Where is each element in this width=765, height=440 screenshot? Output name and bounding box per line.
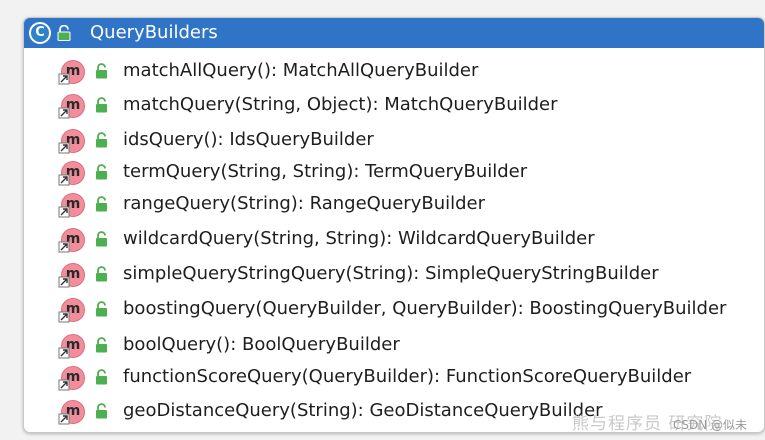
method-signature: matchQuery(String, Object): MatchQueryBu… — [123, 94, 558, 115]
link-badge-icon — [58, 241, 70, 253]
method-icon: m — [58, 366, 85, 391]
link-badge-icon — [58, 276, 70, 288]
link-badge-icon — [58, 311, 70, 323]
structure-popup: C QueryBuilders m matchAllQuery(): MatchA… — [23, 17, 765, 433]
method-signature: idsQuery(): IdsQueryBuilder — [123, 129, 374, 150]
method-item[interactable]: m boolQuery(): BoolQueryBuilder — [24, 328, 764, 362]
lock-icon — [96, 403, 107, 419]
lock-icon — [96, 164, 107, 180]
lock-icon — [96, 97, 107, 113]
lock-icon — [96, 132, 107, 148]
method-icon: m — [58, 193, 85, 218]
credit-text: CSDN @似未 — [673, 418, 748, 432]
method-icon: m — [58, 161, 85, 186]
method-signature: functionScoreQuery(QueryBuilder): Functi… — [123, 366, 692, 387]
link-badge-icon — [58, 107, 70, 119]
method-signature: termQuery(String, String): TermQueryBuil… — [123, 161, 528, 182]
lock-icon — [96, 337, 107, 353]
method-item[interactable]: m wildcardQuery(String, String): Wildcard… — [24, 222, 764, 256]
method-item[interactable]: m idsQuery(): IdsQueryBuilder — [24, 123, 764, 157]
method-icon: m — [58, 60, 85, 85]
link-badge-icon — [58, 379, 70, 391]
lock-icon — [96, 196, 107, 212]
link-badge-icon — [58, 174, 70, 186]
link-badge-icon — [58, 206, 70, 218]
method-signature: wildcardQuery(String, String): WildcardQ… — [123, 228, 595, 249]
method-item[interactable]: m matchQuery(String, Object): MatchQueryB… — [24, 88, 764, 122]
link-badge-icon — [58, 347, 70, 359]
method-signature: boostingQuery(QueryBuilder, QueryBuilder… — [123, 298, 727, 319]
method-icon: m — [58, 400, 85, 425]
method-signature: geoDistanceQuery(String): GeoDistanceQue… — [123, 400, 603, 421]
method-item[interactable]: m matchAllQuery(): MatchAllQueryBuilder — [24, 54, 764, 88]
popup-header[interactable]: C QueryBuilders — [24, 18, 764, 48]
link-badge-icon — [58, 73, 70, 85]
method-item[interactable]: m termQuery(String, String): TermQueryBui… — [24, 155, 764, 189]
method-item[interactable]: m geoDistanceQuery(String): GeoDistanceQu… — [24, 394, 764, 428]
class-icon: C — [29, 22, 51, 44]
method-item[interactable]: m boostingQuery(QueryBuilder, QueryBuilde… — [24, 292, 764, 326]
method-signature: simpleQueryStringQuery(String): SimpleQu… — [123, 263, 659, 284]
link-badge-icon — [58, 413, 70, 425]
method-signature: boolQuery(): BoolQueryBuilder — [123, 334, 400, 355]
method-signature: rangeQuery(String): RangeQueryBuilder — [123, 193, 486, 214]
method-icon: m — [58, 263, 85, 288]
link-badge-icon — [58, 142, 70, 154]
method-item[interactable]: m functionScoreQuery(QueryBuilder): Funct… — [24, 360, 764, 394]
method-icon: m — [58, 334, 85, 359]
lock-icon — [96, 63, 107, 79]
method-icon: m — [58, 129, 85, 154]
lock-icon — [96, 266, 107, 282]
lock-icon — [96, 369, 107, 385]
method-icon: m — [58, 298, 85, 323]
method-item[interactable]: m rangeQuery(String): RangeQueryBuilder — [24, 187, 764, 221]
watermark: 熊与程序员 研究院 — [572, 414, 723, 434]
method-signature: matchAllQuery(): MatchAllQueryBuilder — [123, 60, 479, 81]
lock-icon — [96, 231, 107, 247]
class-name: QueryBuilders — [90, 22, 218, 43]
method-icon: m — [58, 94, 85, 119]
lock-icon — [57, 25, 71, 41]
lock-icon — [96, 301, 107, 317]
method-item[interactable]: m simpleQueryStringQuery(String): SimpleQ… — [24, 257, 764, 291]
method-icon: m — [58, 228, 85, 253]
